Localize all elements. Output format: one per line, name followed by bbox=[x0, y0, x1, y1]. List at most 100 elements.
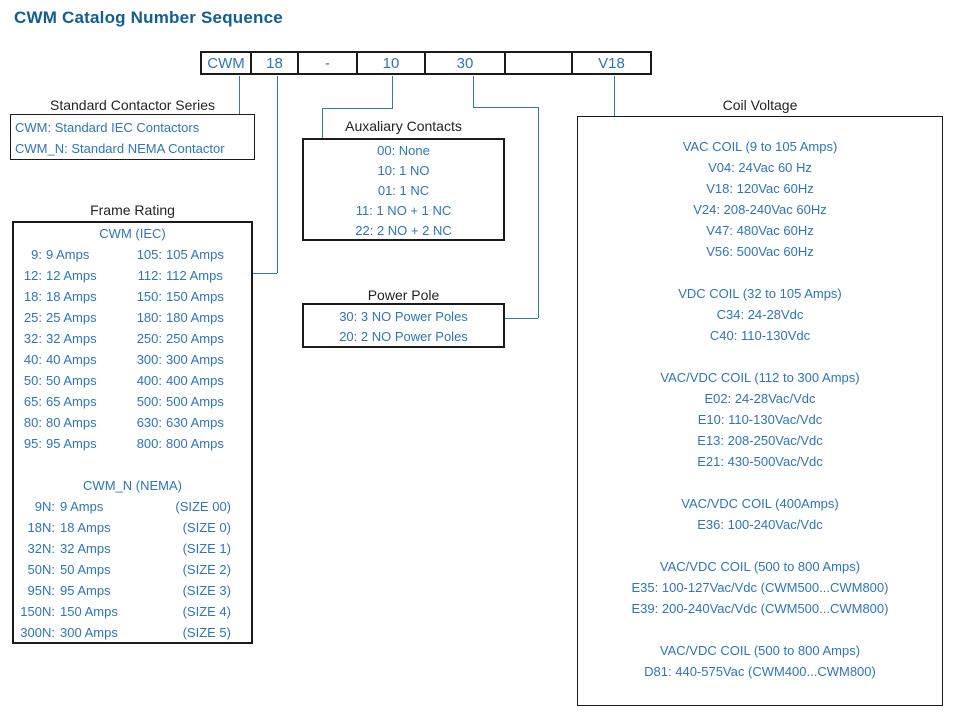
frame-rating-row: 25:25 Amps bbox=[14, 307, 119, 328]
rating-code: 630: bbox=[136, 415, 162, 430]
rating-code: 500: bbox=[136, 394, 162, 409]
frame-rating-row: 65: 65 Amps bbox=[14, 391, 119, 412]
rating-label: 50 Amps bbox=[60, 562, 111, 577]
series-row: CWM: Standard IEC Contactors bbox=[15, 120, 200, 135]
rating-label: 95 Amps bbox=[46, 436, 97, 451]
rating-label: 800 Amps bbox=[166, 436, 224, 451]
connector-line-aux-h bbox=[322, 108, 393, 109]
catalog-segment: 18 bbox=[252, 53, 299, 73]
frame-rating-row: 150:150 Amps bbox=[119, 286, 251, 307]
rating-label: 9 Amps bbox=[46, 247, 90, 262]
frame-rating-row: 105:105 Amps bbox=[119, 244, 251, 265]
rating-label: 25 Amps bbox=[46, 310, 97, 325]
rating-code: 95N: bbox=[27, 583, 55, 598]
connector-line-aux-v2 bbox=[322, 108, 323, 138]
aux-heading: Auxaliary Contacts bbox=[345, 118, 462, 134]
frame-rating-row: 18:18 Amps bbox=[14, 286, 119, 307]
rating-code: 65: bbox=[23, 394, 42, 409]
coil-group: VAC/VDC COIL (500 to 800 Amps) D81: 440-5… bbox=[578, 640, 942, 682]
coil-group-title: VAC/VDC COIL (500 to 800 Amps) bbox=[659, 643, 861, 658]
frame-rating-row: 112: 112 Amps bbox=[119, 265, 251, 286]
rating-label: 500 Amps bbox=[166, 394, 224, 409]
frame-rating-row: 32:32 Amps bbox=[14, 328, 119, 349]
coil-row: C34: 24-28Vdc bbox=[716, 307, 804, 322]
coil-group-title: VAC/VDC COIL (112 to 300 Amps) bbox=[660, 370, 860, 385]
aux-row: 22: 2 NO + 2 NC bbox=[355, 223, 452, 238]
rating-label: 630 Amps bbox=[166, 415, 224, 430]
rating-label: 250 Amps bbox=[166, 331, 224, 346]
frame-rating-row: 250:250 Amps bbox=[119, 328, 251, 349]
rating-label: 18 Amps bbox=[60, 520, 111, 535]
nema-size: (SIZE 5) bbox=[182, 625, 231, 640]
rating-code: 18N: bbox=[27, 520, 55, 535]
rating-label: 105 Amps bbox=[166, 247, 224, 262]
rating-code: 300N: bbox=[20, 625, 55, 640]
coil-row: V04: 24Vac 60 Hz bbox=[708, 160, 812, 175]
rating-label: 80 Amps bbox=[46, 415, 97, 430]
catalog-segment: CWM bbox=[202, 53, 252, 73]
frame-rating-row: 50:50 Amps bbox=[14, 370, 119, 391]
rating-code: 112: bbox=[137, 268, 162, 283]
coil-group: VAC/VDC COIL (112 to 300 Amps) E02: 24-28… bbox=[578, 367, 942, 472]
nema-size: (SIZE 4) bbox=[182, 604, 231, 619]
nema-row: 300N: 300 Amps (SIZE 5) bbox=[14, 622, 251, 643]
coil-row: E21: 430-500Vac/Vdc bbox=[697, 454, 823, 469]
coil-row: D81: 440-575Vac (CWM400...CWM800) bbox=[644, 664, 876, 679]
coil-group: VAC COIL (9 to 105 Amps)V04: 24Vac 60 Hz… bbox=[578, 136, 942, 262]
catalog-segment: 10 bbox=[358, 53, 426, 73]
connector-line-frame-h bbox=[253, 273, 277, 274]
frame-heading: Frame Rating bbox=[90, 202, 175, 218]
coil-group-title: VAC/VDC COIL (500 to 800 Amps) bbox=[659, 559, 861, 574]
frame-rating-row: 400:400 Amps bbox=[119, 370, 251, 391]
series-heading: Standard Contactor Series bbox=[50, 97, 215, 113]
nema-size: (SIZE 1) bbox=[182, 541, 231, 556]
series-row: CWM_N: Standard NEMA Contactor bbox=[15, 141, 225, 156]
frame-rating-row: 95:95 Amps bbox=[14, 433, 119, 454]
rating-code: 18: bbox=[23, 289, 42, 304]
rating-label: 300 Amps bbox=[60, 625, 118, 640]
rating-code: 150N: bbox=[20, 604, 55, 619]
coil-row: E10: 110-130Vac/Vdc bbox=[697, 412, 823, 427]
frame-rating-row: 500: 500 Amps bbox=[119, 391, 251, 412]
rating-label: 150 Amps bbox=[60, 604, 118, 619]
coil-voltage-box: VAC COIL (9 to 105 Amps)V04: 24Vac 60 Hz… bbox=[577, 116, 943, 706]
frame-rating-row: 800:800 Amps bbox=[119, 433, 251, 454]
connector-line-power-v2 bbox=[538, 107, 539, 318]
nema-row: 150N: 150 Amps (SIZE 4) bbox=[14, 601, 251, 622]
rating-label: 40 Amps bbox=[46, 352, 97, 367]
nema-size: (SIZE 00) bbox=[175, 499, 231, 514]
power-row: 20: 2 NO Power Poles bbox=[339, 329, 468, 344]
connector-line-power-h2 bbox=[505, 318, 538, 319]
rating-label: 9 Amps bbox=[60, 499, 104, 514]
rating-code: 9N: bbox=[34, 499, 55, 514]
frame-nema-title: CWM_N (NEMA) bbox=[83, 478, 182, 493]
connector-line-series bbox=[239, 76, 240, 114]
coil-row: E13: 208-250Vac/Vdc bbox=[697, 433, 823, 448]
rating-code: 50: bbox=[23, 373, 42, 388]
nema-row: 95N:95 Amps(SIZE 3) bbox=[14, 580, 251, 601]
aux-row: 00: None bbox=[377, 143, 430, 158]
coil-row: E02: 24-28Vac/Vdc bbox=[704, 391, 816, 406]
rating-label: 400 Amps bbox=[166, 373, 224, 388]
rating-code: 32: bbox=[23, 331, 42, 346]
coil-row: V56: 500Vac 60Hz bbox=[706, 244, 814, 259]
rating-code: 40: bbox=[23, 352, 42, 367]
coil-heading: Coil Voltage bbox=[722, 97, 798, 113]
catalog-segment: 30 bbox=[426, 53, 506, 73]
rating-label: 65 Amps bbox=[46, 394, 97, 409]
rating-label: 32 Amps bbox=[60, 541, 111, 556]
coil-row: V47: 480Vac 60Hz bbox=[706, 223, 814, 238]
frame-rating-row: 40: 40 Amps bbox=[14, 349, 119, 370]
coil-row: V24: 208-240Vac 60Hz bbox=[693, 202, 827, 217]
aux-row: 01: 1 NC bbox=[377, 183, 430, 198]
nema-size: (SIZE 3) bbox=[182, 583, 231, 598]
frame-iec-title: CWM (IEC) bbox=[99, 226, 166, 241]
rating-label: 112 Amps bbox=[166, 268, 223, 283]
rating-label: 180 Amps bbox=[166, 310, 224, 325]
